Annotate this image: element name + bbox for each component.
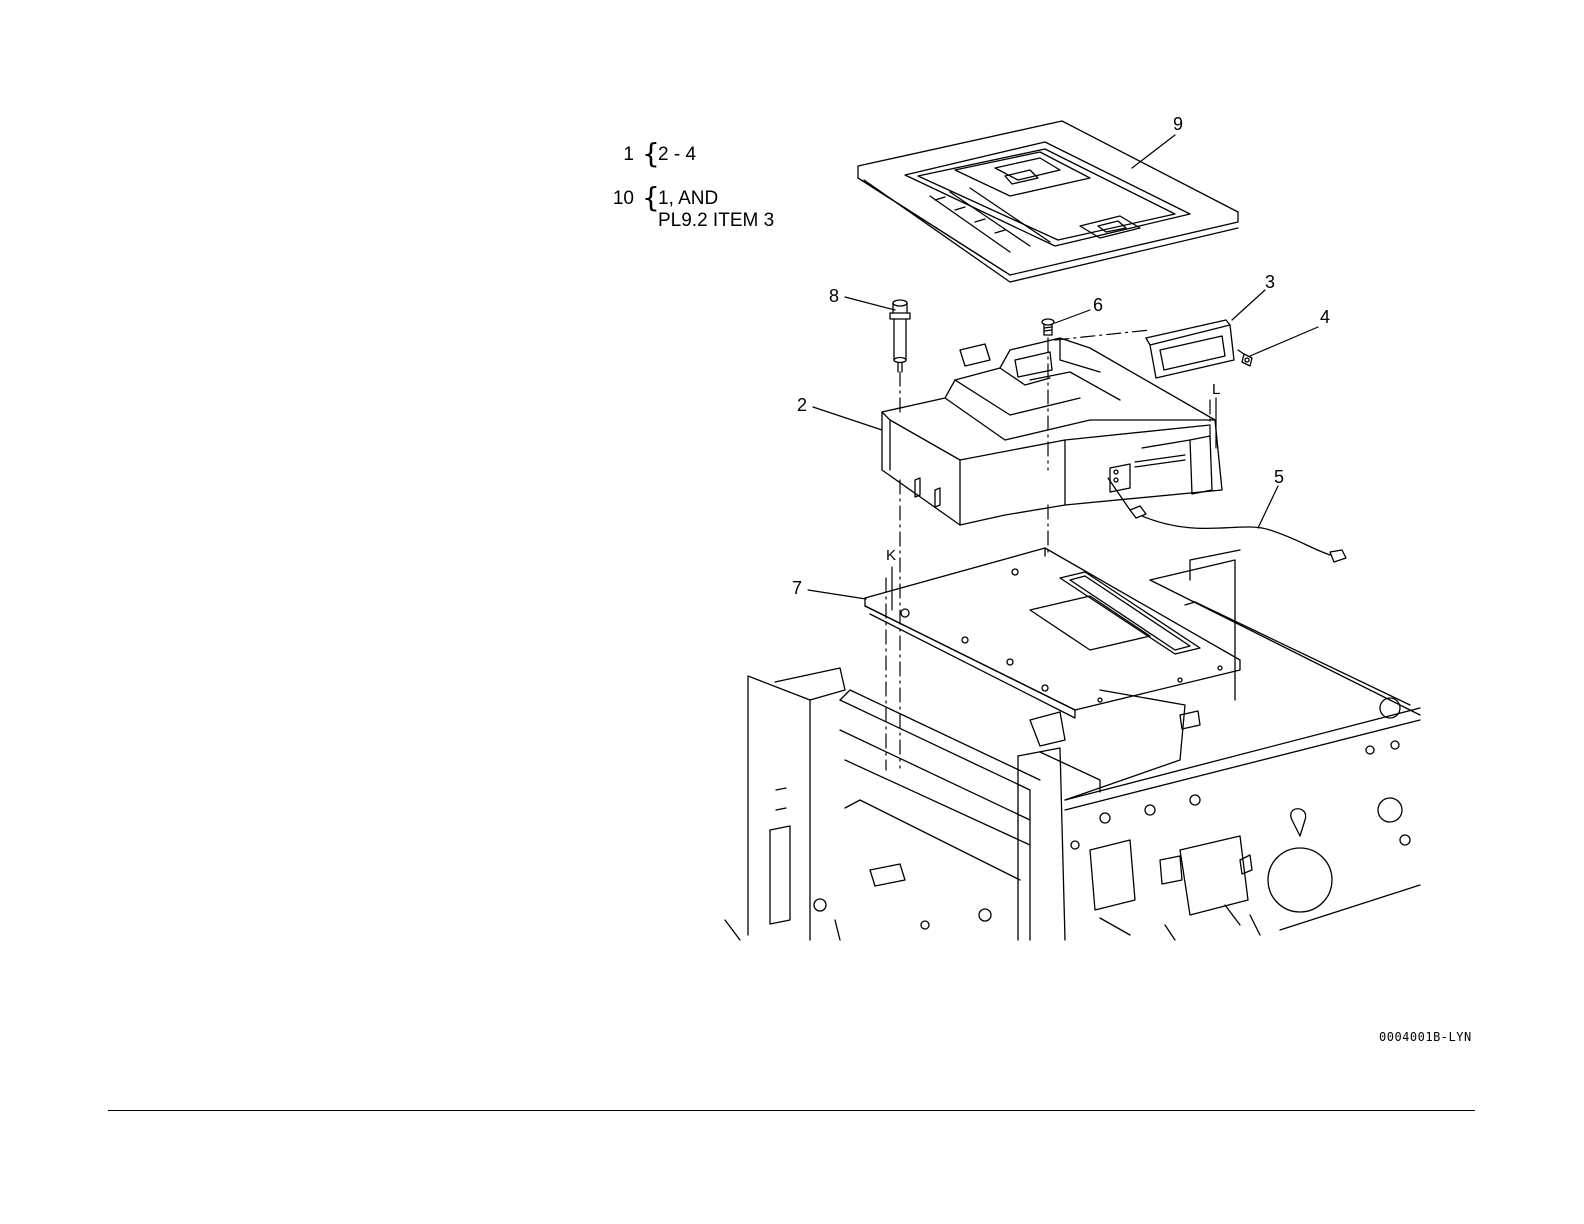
- callout-7: 7: [792, 578, 802, 598]
- leader-lines: [808, 135, 1318, 610]
- main-assembly-part: [882, 338, 1222, 525]
- callout-letter-l: L: [1212, 381, 1220, 398]
- callout-letter-k: K: [886, 547, 896, 564]
- small-screw-part: [1238, 350, 1252, 366]
- callout-5: 5: [1274, 467, 1284, 487]
- bracket-part: [1146, 320, 1234, 378]
- callout-9: 9: [1173, 114, 1183, 134]
- screw-part: [1042, 319, 1054, 335]
- callout-3: 3: [1265, 272, 1275, 292]
- cable-part: [1108, 478, 1346, 562]
- figure-id: 0004001B-LYN: [1379, 1030, 1472, 1044]
- callout-4: 4: [1320, 307, 1330, 327]
- callout-8: 8: [829, 286, 839, 306]
- base-plate-part: [865, 548, 1240, 718]
- top-cover-part: [858, 121, 1238, 282]
- callout-6: 6: [1093, 295, 1103, 315]
- stud-part: [890, 300, 910, 372]
- footer-divider: [108, 1110, 1475, 1111]
- callout-2: 2: [797, 395, 807, 415]
- machine-frame: [725, 550, 1420, 940]
